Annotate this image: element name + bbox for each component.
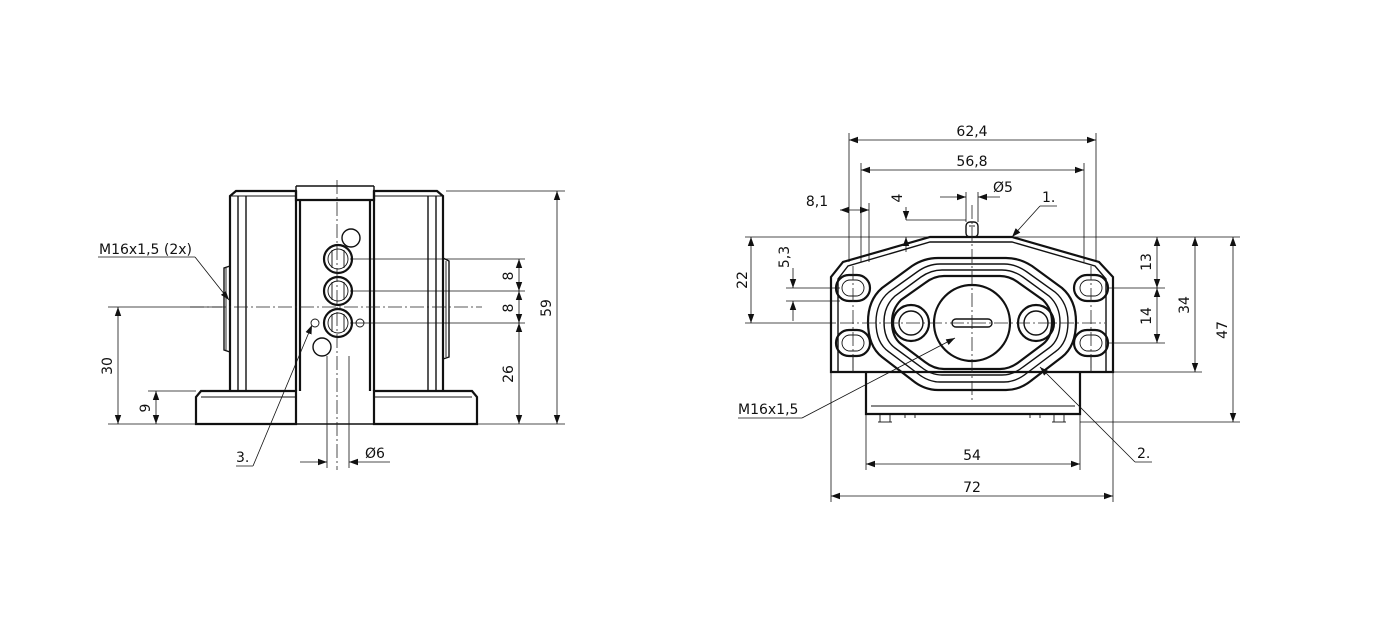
callout-3: 3. — [236, 450, 249, 466]
dim-9: 9 — [138, 404, 154, 413]
base-flange-outline-right — [372, 389, 479, 426]
thread-label-left: M16x1,5 (2x) — [99, 242, 192, 258]
lid-gasket-outer — [866, 256, 1078, 392]
dim-62-4: 62,4 — [956, 124, 987, 140]
housing-footing — [864, 372, 1082, 416]
dim-54: 54 — [963, 448, 981, 464]
cable-entry-right — [442, 257, 450, 360]
dim-14: 14 — [1139, 307, 1155, 325]
dim-13: 13 — [1139, 253, 1155, 271]
callout-1: 1. — [1042, 190, 1055, 206]
dim-8-1: 8,1 — [806, 194, 828, 210]
bottom-indicator-hole — [312, 337, 332, 357]
dim-8-bottom: 8 — [501, 304, 517, 313]
body-right-section — [372, 189, 445, 391]
body-center-block — [294, 191, 376, 202]
thread-label-right: M16x1,5 — [738, 402, 798, 418]
dim-4: 4 — [890, 193, 906, 202]
top-indicator-hole — [341, 228, 361, 248]
dim-dia5: Ø5 — [993, 180, 1013, 196]
dim-5-3: 5,3 — [777, 246, 793, 268]
dim-72: 72 — [963, 480, 981, 496]
cable-entry-left — [223, 265, 231, 353]
dim-8-top: 8 — [501, 272, 517, 281]
dim-22: 22 — [735, 271, 751, 289]
dim-30: 30 — [100, 357, 116, 375]
dim-56-8: 56,8 — [956, 154, 987, 170]
callout-2: 2. — [1137, 446, 1150, 462]
body-left-section — [228, 189, 298, 391]
dim-dia6: Ø6 — [365, 446, 385, 462]
dim-26: 26 — [501, 365, 517, 383]
dim-47: 47 — [1215, 321, 1231, 339]
led-windows — [322, 243, 354, 339]
base-flange-outline — [194, 389, 298, 426]
lid-gasket-inner — [875, 263, 1069, 383]
left-side-view: 8 8 26 59 30 9 Ø6 M16x1,5 (2x) 3. — [98, 180, 565, 470]
dim-59: 59 — [539, 299, 555, 317]
right-front-view: 62,4 56,8 8,1 4 Ø5 1. 22 5,3 — [735, 124, 1240, 502]
dim-34: 34 — [1177, 296, 1193, 314]
